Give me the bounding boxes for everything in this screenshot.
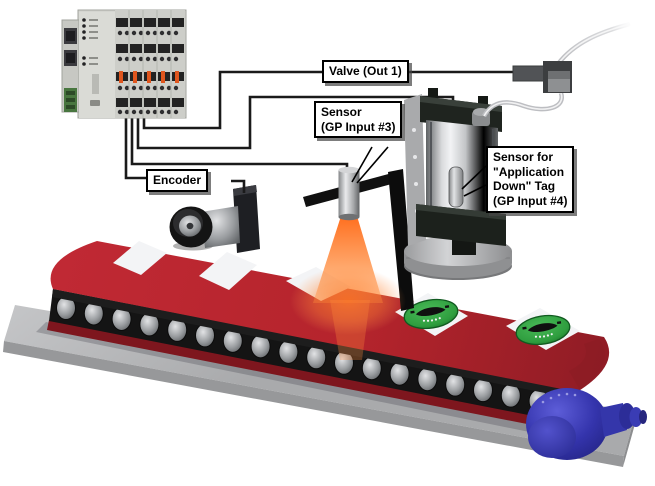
status-leds	[82, 18, 86, 66]
ethernet-port-1-inner	[66, 31, 75, 41]
logo-tick-left	[410, 310, 415, 314]
logo-dots	[422, 317, 441, 322]
gp4-line-1: Sensor for	[493, 150, 554, 164]
gp4-line-4: (GP Input #4)	[493, 193, 568, 208]
encoder-wire-2	[231, 179, 246, 193]
arm-post	[388, 169, 414, 311]
motor-shaft-end	[639, 410, 647, 424]
motor-ribs	[541, 392, 577, 404]
valve-callout: Valve (Out 1)	[322, 60, 409, 83]
drive-motor	[526, 388, 647, 460]
top-bolt-left	[428, 88, 438, 99]
valve-callout-text: Valve (Out 1)	[329, 64, 402, 78]
encoder-callout-text: Encoder	[153, 173, 202, 187]
bottom-cap-highlight	[416, 204, 506, 220]
sensor-top	[338, 166, 360, 174]
valve-face-shade	[548, 71, 570, 79]
blank-label-1	[113, 241, 167, 275]
io-screws	[117, 30, 179, 115]
sensor-gp3-callout: Sensor (GP Input #3)	[314, 101, 403, 139]
gp4-pointer-1	[461, 165, 487, 190]
gp3-line-2: (GP Input #3)	[321, 119, 396, 134]
applicator-cylinder	[404, 88, 512, 280]
plc-io-controller	[61, 9, 187, 119]
power-terminal-slots	[66, 91, 75, 109]
callout-pointers	[351, 146, 487, 197]
belt-lower-return	[47, 320, 574, 433]
green-logo-4	[403, 298, 459, 330]
green-logo-5	[515, 314, 571, 346]
logo-mark	[92, 74, 99, 94]
logo-tick-left	[522, 326, 527, 330]
cylinder-position-sensor	[448, 166, 464, 208]
platform-front-face	[3, 341, 624, 467]
applicator-beam	[290, 216, 406, 360]
usb-port	[90, 100, 100, 106]
air-tube-up	[556, 21, 631, 66]
orange-clips	[119, 71, 179, 83]
stem-block	[452, 240, 476, 255]
gp4-line-2: "Application	[493, 164, 565, 179]
blank-label-2	[199, 252, 257, 290]
gp3-line-1: Sensor	[321, 105, 362, 119]
motor-shaft	[629, 407, 643, 427]
logo-tick-right	[444, 305, 450, 309]
top-bolt-right	[478, 96, 488, 107]
air-tube-up-highlight	[557, 23, 631, 65]
encoder-callout: Encoder	[146, 169, 209, 192]
ethernet-port-2-inner	[66, 53, 75, 63]
gp4-line-3: Down" Tag	[493, 179, 556, 194]
sensor-body	[338, 170, 360, 217]
io-column-dividers	[128, 10, 172, 118]
top-cap-highlight	[420, 96, 502, 112]
valve-wire	[142, 70, 514, 130]
valve-connector-block	[512, 65, 545, 82]
logo-glyph	[415, 307, 446, 317]
logo-dots	[534, 333, 553, 338]
motor-face	[528, 416, 576, 458]
beam-glow	[290, 267, 406, 335]
encoder-barrel	[201, 206, 240, 248]
encoder-bracket	[233, 185, 260, 253]
io-modules	[115, 10, 185, 118]
overhead-sensor	[338, 166, 360, 221]
logo-tick-right	[556, 321, 562, 325]
air-tube-down-highlight	[483, 92, 563, 117]
cylinder-barrel	[426, 120, 498, 214]
encoder-wire	[124, 112, 146, 180]
encoder-axle	[186, 222, 194, 230]
platform-right-face	[623, 412, 636, 467]
gp4-pointer-2	[463, 184, 487, 197]
sensor-gp4-callout: Sensor for "Application Down" Tag (GP In…	[486, 146, 575, 213]
logo-glyph	[527, 323, 558, 333]
gp3-pointer-1	[351, 146, 373, 183]
led-label-marks	[89, 19, 98, 65]
gp3-pointer-2	[356, 146, 389, 184]
sensor-bottom	[338, 213, 360, 221]
beam-spill	[330, 300, 370, 360]
belt-right-end-cap	[569, 339, 605, 390]
air-valve-assembly	[482, 21, 631, 118]
chain-top-ridge	[52, 289, 577, 399]
encoder-device	[169, 185, 260, 253]
